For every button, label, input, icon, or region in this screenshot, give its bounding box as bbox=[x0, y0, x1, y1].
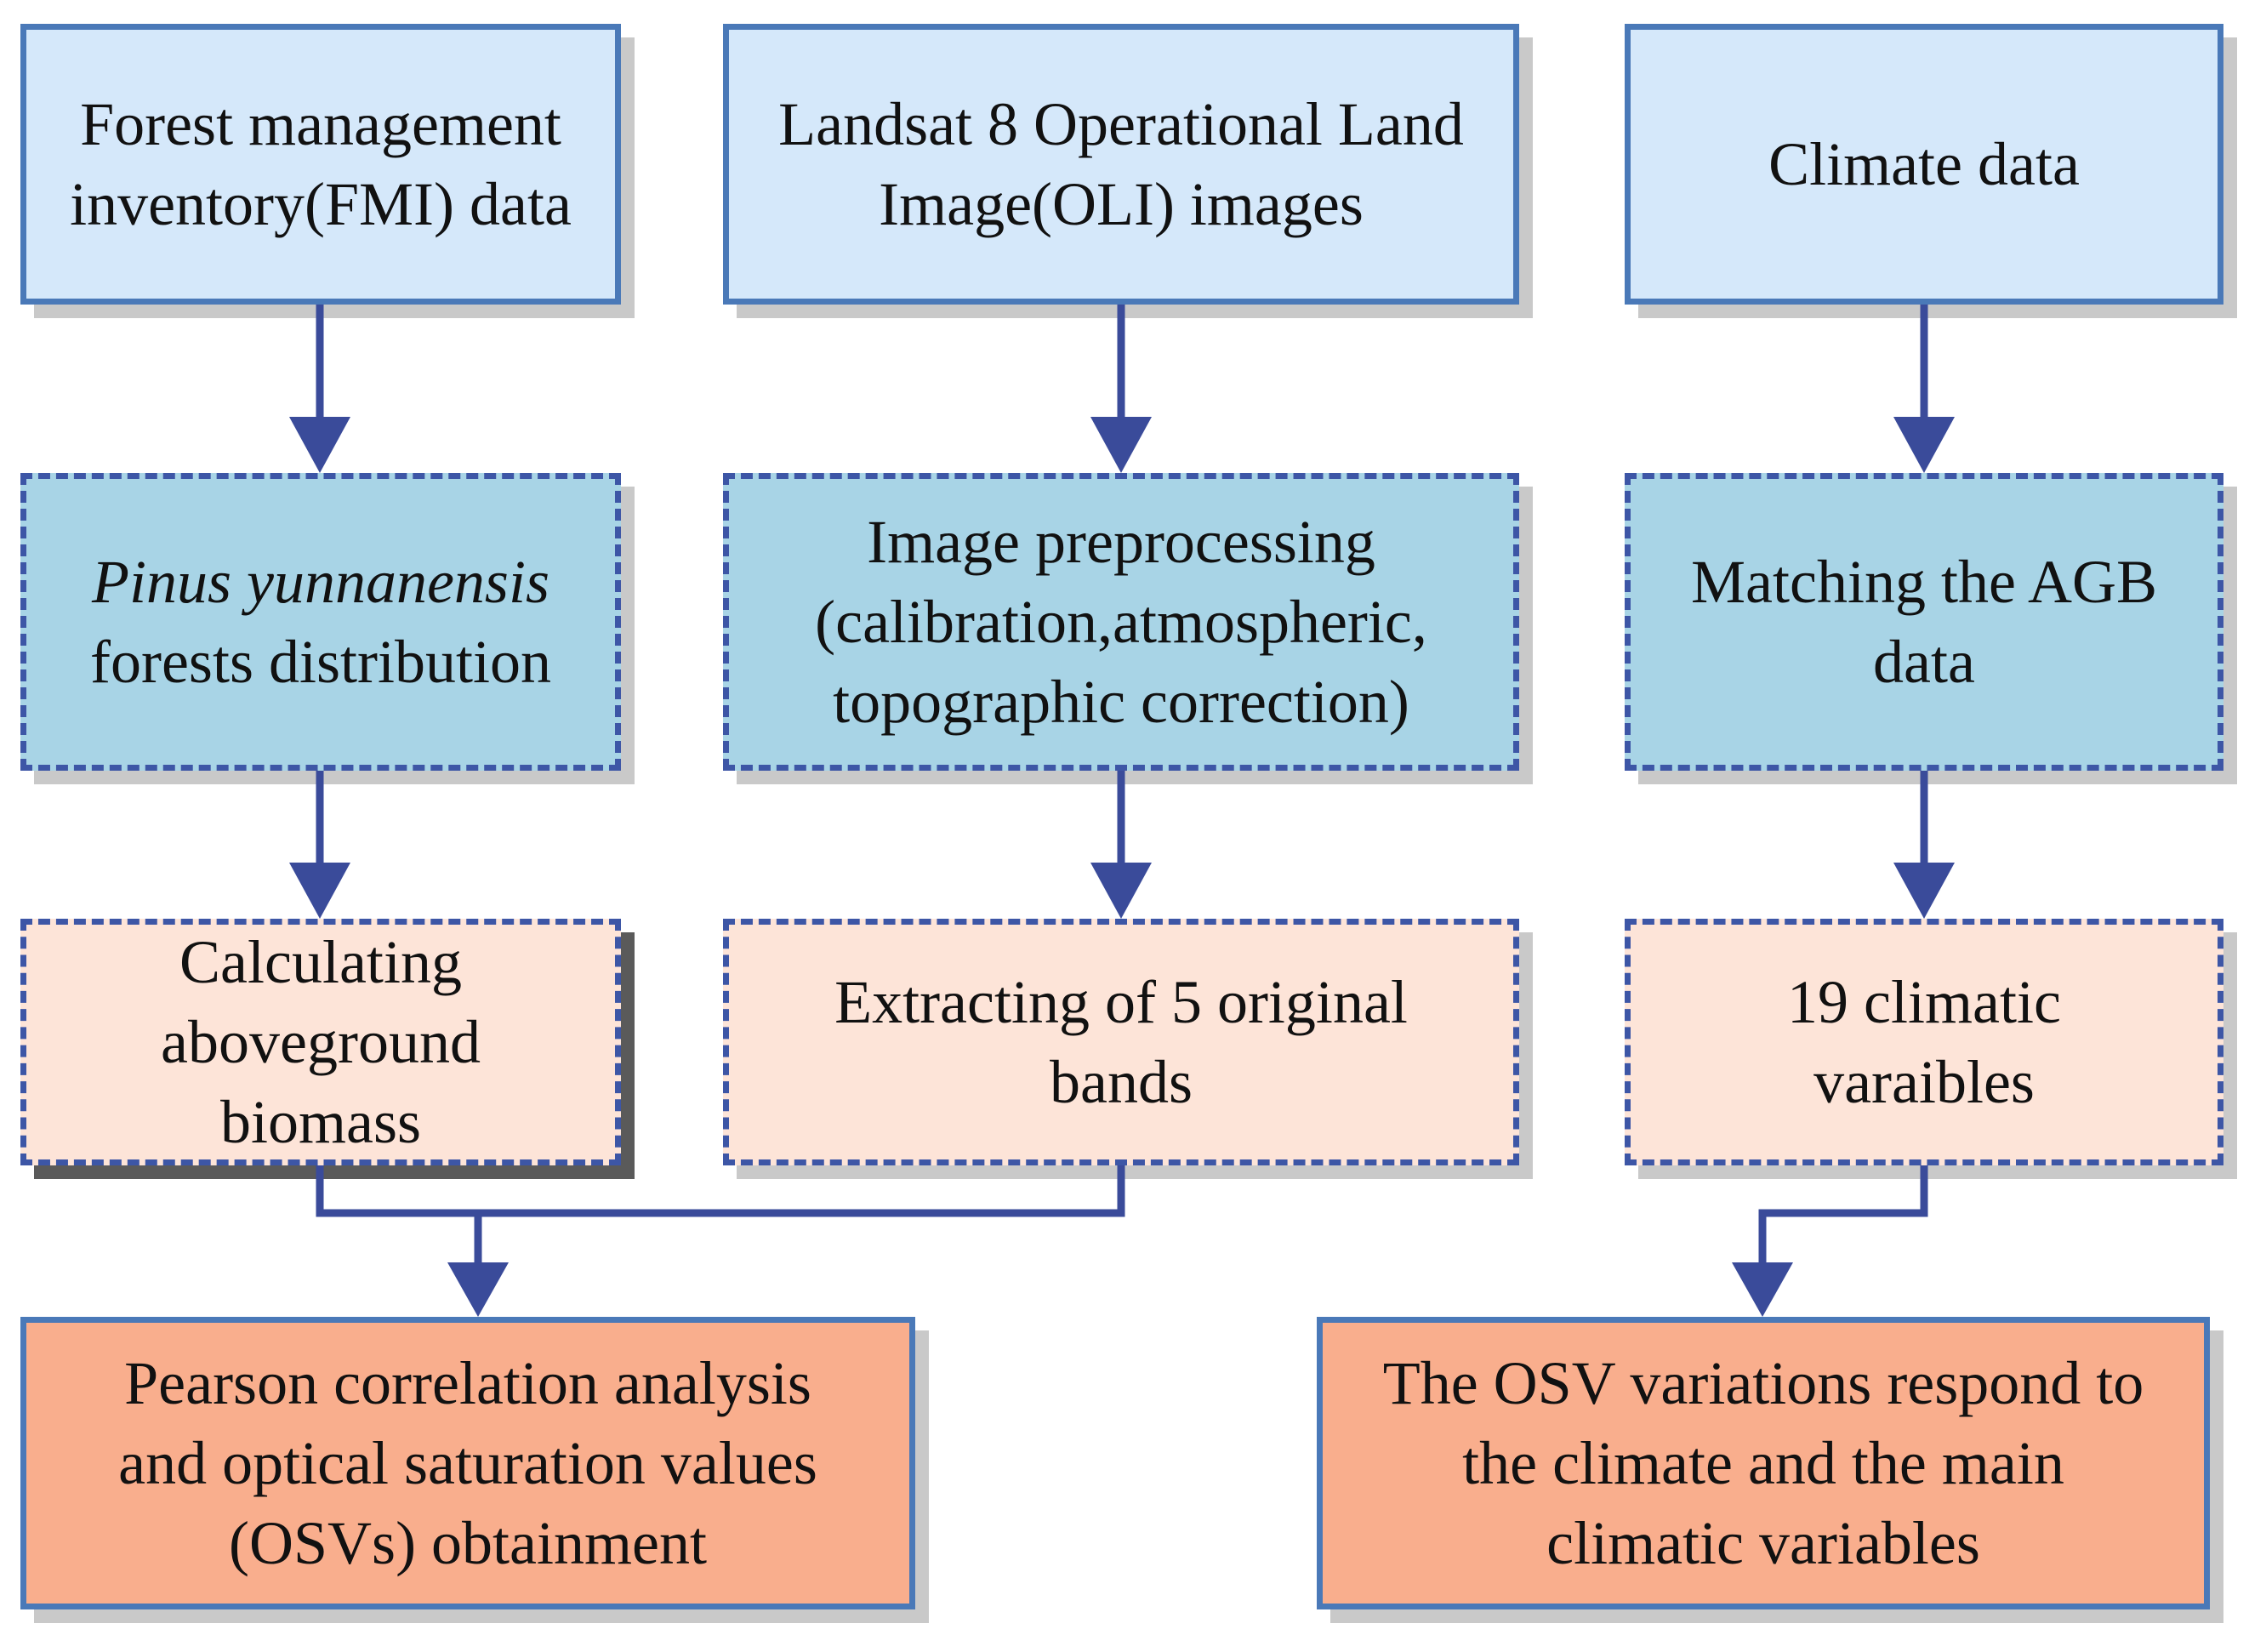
osv-line-3: climatic variables bbox=[1546, 1509, 1980, 1577]
landsat-line-1: Landsat 8 Operational Land bbox=[778, 90, 1464, 158]
bands-line-1: Extracting of 5 original bbox=[834, 968, 1408, 1036]
pinus-line-2: forests distribution bbox=[90, 628, 551, 696]
arrowhead-landsat-to-preproc bbox=[1090, 417, 1152, 473]
fmi-data-box: Forest management inventory(FMI) data bbox=[20, 24, 621, 305]
pearson-line-3: (OSVs) obtainment bbox=[229, 1509, 707, 1577]
arrowhead-matching-to-climvars bbox=[1893, 863, 1955, 919]
image-preprocessing-box: Image preprocessing (calibration,atmosph… bbox=[723, 473, 1519, 771]
pearson-line-2: and optical saturation values bbox=[118, 1429, 817, 1497]
matching-line-1: Matching the AGB bbox=[1691, 548, 2157, 616]
climate-line-1: Climate data bbox=[1768, 130, 2080, 198]
agb-line-1: Calculating bbox=[179, 928, 462, 996]
landsat-line-2: Image(OLI) images bbox=[879, 170, 1364, 238]
bands-line-2: bands bbox=[1050, 1048, 1193, 1116]
climate-data-box: Climate data bbox=[1625, 24, 2223, 305]
matching-agb-box: Matching the AGB data bbox=[1625, 473, 2223, 771]
preproc-line-3: topographic correction) bbox=[833, 668, 1409, 736]
extracting-bands-box: Extracting of 5 original bands bbox=[723, 919, 1519, 1165]
landsat-box: Landsat 8 Operational Land Image(OLI) im… bbox=[723, 24, 1519, 305]
pearson-line-1: Pearson correlation analysis bbox=[124, 1349, 811, 1417]
arrowhead-preproc-to-bands bbox=[1090, 863, 1152, 919]
matching-line-2: data bbox=[1873, 628, 1975, 696]
agb-line-3: biomass bbox=[219, 1088, 421, 1156]
arrowhead-merge-to-pearson bbox=[447, 1262, 509, 1317]
climatic-variables-box: 19 climatic varaibles bbox=[1625, 919, 2223, 1165]
arrowhead-pinus-to-agb bbox=[289, 863, 350, 919]
pinus-line-1: Pinus yunnanensis bbox=[92, 548, 549, 616]
agb-line-2: aboveground bbox=[161, 1008, 481, 1076]
preproc-line-2: (calibration,atmospheric, bbox=[815, 588, 1427, 656]
climvars-line-2: varaibles bbox=[1813, 1048, 2035, 1116]
arrowhead-climate-to-matching bbox=[1893, 417, 1955, 473]
connector-agb-bands-merge bbox=[316, 1165, 1125, 1217]
pearson-analysis-box: Pearson correlation analysis and optical… bbox=[20, 1317, 915, 1609]
pinus-distribution-box: Pinus yunnanensis forests distribution bbox=[20, 473, 621, 771]
fmi-line-1: Forest management bbox=[80, 90, 561, 158]
climvars-line-1: 19 climatic bbox=[1787, 968, 2061, 1036]
calculating-agb-box: Calculating aboveground biomass bbox=[20, 919, 621, 1165]
connector-climvars-to-osv bbox=[1758, 1165, 1928, 1271]
arrowhead-fmi-to-pinus bbox=[289, 417, 350, 473]
fmi-line-2: inventory(FMI) data bbox=[70, 170, 572, 238]
arrowhead-climvars-to-osv bbox=[1732, 1262, 1793, 1317]
osv-line-2: the climate and the main bbox=[1462, 1429, 2064, 1497]
osv-response-box: The OSV variations respond to the climat… bbox=[1317, 1317, 2210, 1609]
preproc-line-1: Image preprocessing bbox=[867, 508, 1375, 576]
osv-line-1: The OSV variations respond to bbox=[1382, 1349, 2144, 1417]
